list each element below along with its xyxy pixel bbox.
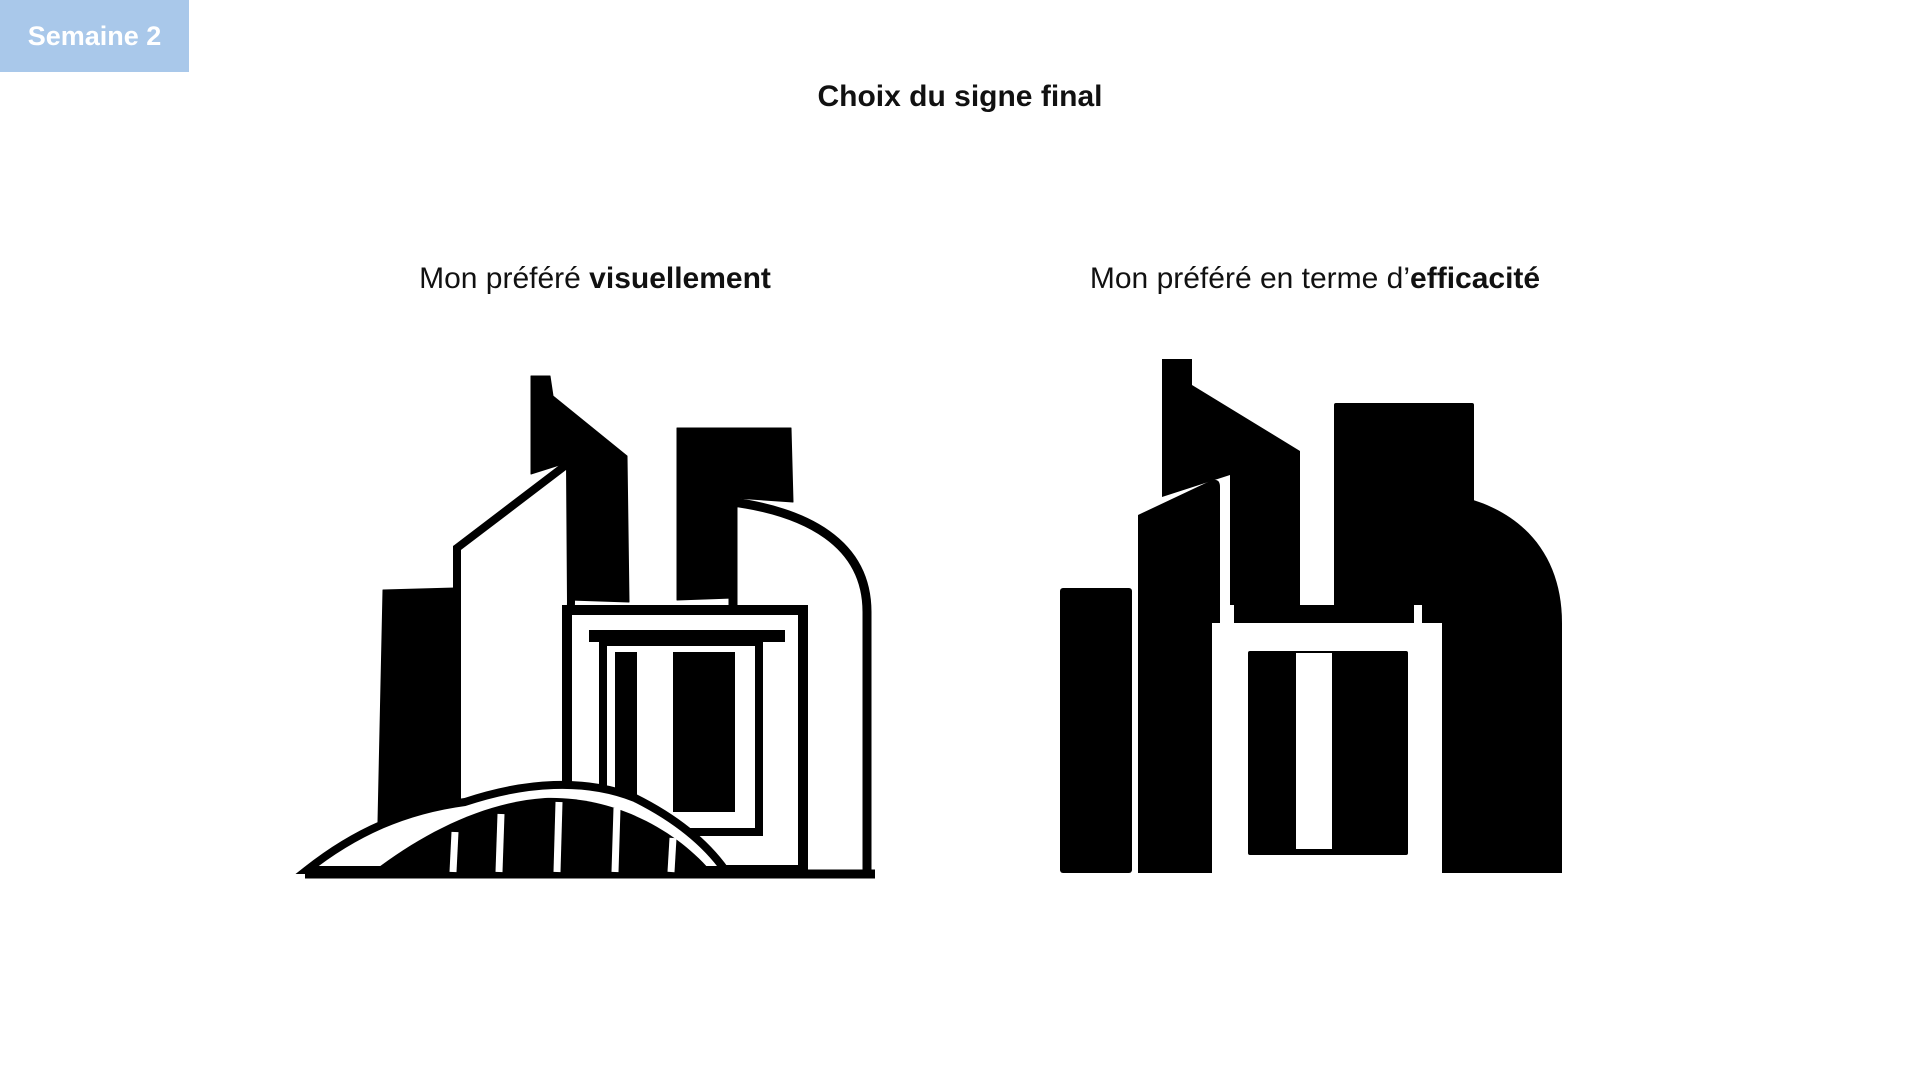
dome-rib [667,837,677,873]
tower-gap-right [1414,605,1422,625]
middle-building-outline [453,453,576,826]
dome-rib [553,801,563,873]
dome-fill [375,797,710,870]
caption-efficiency-favorite: Mon préféré en terme d’efficacité [985,262,1645,296]
slanted-tower [1138,479,1220,873]
hand-drawn-city-logo-icon [295,375,875,879]
page-title: Choix du signe final [817,80,1103,113]
caption-visual-emphasis: visuellement [589,262,771,295]
week-badge: Semaine 2 [0,0,189,72]
chimney-tower [1162,359,1300,615]
caption-efficiency-prefix: Mon préféré en terme d’ [1089,262,1411,295]
chimney-shape [530,375,630,603]
caption-visual-prefix: Mon préféré [419,262,590,295]
dome-rib [611,807,621,873]
dome-rib [449,831,459,873]
caption-visual-favorite: Mon préféré visuellement [290,262,900,296]
window-slit [1296,653,1332,849]
left-tower-shape [377,587,458,823]
tower-gap-left [1220,605,1234,625]
inner-slot-left [615,652,637,822]
caption-efficiency-emphasis: efficacité [1410,262,1541,295]
dome-rib [495,813,505,873]
arched-tower [1420,491,1562,873]
inner-slot-right [673,652,735,812]
geometric-city-logo-icon [1060,359,1562,875]
short-left-tower [1060,588,1132,873]
